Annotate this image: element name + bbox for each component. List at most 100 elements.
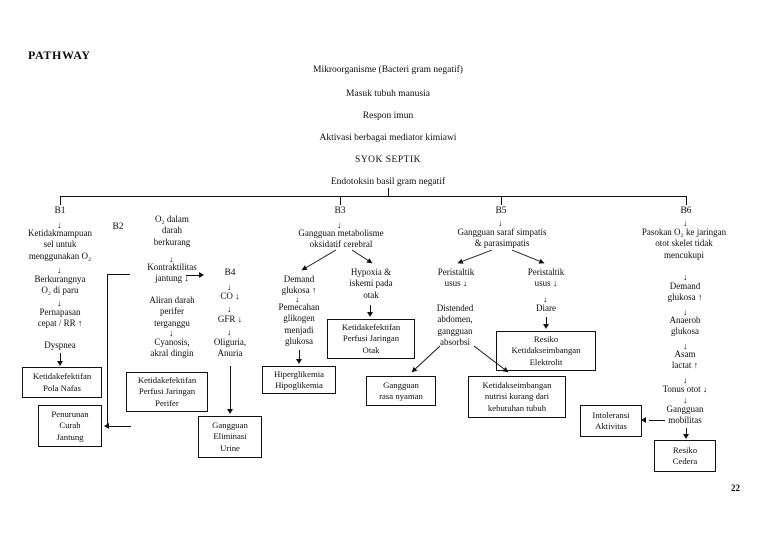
header-chain-item-3: Aktivasi berbagai mediator kimiawi bbox=[319, 133, 457, 143]
b1-node-2: Pernapasan cepat / RR ↑ bbox=[37, 307, 83, 329]
b1-node-1: Berkurangnya O₂ di paru bbox=[34, 274, 86, 296]
b2-bracket-top bbox=[107, 274, 130, 275]
b6-node-4: Tonus otot ↓ bbox=[662, 384, 708, 394]
b2-to-curah-line bbox=[113, 426, 131, 427]
b4-connector-1: ↓ bbox=[227, 304, 232, 314]
bus-drop-b6 bbox=[686, 196, 687, 205]
box-resiko-cedera[interactable]: Resiko Cedera bbox=[654, 440, 716, 472]
b3-split-right bbox=[351, 249, 373, 264]
page-title: PATHWAY bbox=[28, 48, 91, 62]
b6-connector-5: ↓ bbox=[683, 395, 688, 405]
b3-line-to-glikemia-box bbox=[299, 350, 300, 360]
b6-node-0: Pasokan O₂ ke jaringan otot skelet tidak… bbox=[641, 227, 727, 260]
arrow-into-penurunan-curah-jantung bbox=[104, 423, 109, 429]
b5-line-to-elektrolit-box bbox=[546, 317, 547, 325]
b3-arrow-to-glikemia-box bbox=[296, 359, 302, 364]
b6-to-intoleransi-line bbox=[649, 420, 665, 421]
b4-connector-2: ↓ bbox=[227, 327, 232, 337]
b3-arrow-to-otak-box bbox=[367, 312, 373, 317]
b1-connector-0: ↓ bbox=[57, 220, 62, 230]
b2-bracket-vertical bbox=[107, 274, 108, 426]
box-resiko-ketidakseimbangan-elektrolit[interactable]: Resiko Ketidakseimbangan Elektrolit bbox=[496, 331, 596, 371]
box-penurunan-curah-jantung[interactable]: Penurunan Curah Jantung bbox=[38, 405, 102, 447]
page-number: 22 bbox=[731, 483, 740, 493]
b6-connector-1: ↓ bbox=[683, 272, 688, 282]
b1-line-to-box bbox=[60, 353, 61, 362]
bus-drop-b1 bbox=[60, 196, 61, 205]
b1-connector-2: ↓ bbox=[57, 298, 62, 308]
b2-node-1: Kontraktilitas jantung ↓ bbox=[147, 262, 197, 284]
abdomen-to-rasa-nyaman bbox=[411, 345, 441, 373]
b5-connector-1: ↓ bbox=[543, 294, 548, 304]
b4-node-1: GFR ↓ bbox=[217, 314, 243, 324]
b5-split-left bbox=[457, 249, 493, 264]
header-chain-item-0: Mikroorganisme (Bacteri gram negatif) bbox=[313, 65, 463, 75]
b6-connector-0: ↓ bbox=[683, 218, 688, 228]
box-ketidakefektifan-perfusi-jaringan-otak[interactable]: Ketidakefektifan Perfusi Jaringan Otak bbox=[327, 319, 415, 359]
b4-arrow-to-box bbox=[227, 409, 233, 414]
b5-node-3: Peristaltik usus ↓ bbox=[527, 267, 565, 289]
bus-feed-line bbox=[388, 188, 389, 196]
b3-connector-1: ↓ bbox=[295, 294, 300, 304]
b1-arrow-to-box bbox=[57, 361, 63, 366]
b5-split-right bbox=[511, 249, 545, 264]
branch-label-b3: B3 bbox=[334, 206, 346, 216]
b3-node-2: Pemecahan glikogen menjadi glukosa bbox=[278, 302, 320, 346]
b6-node-1: Demand glukosa ↑ bbox=[667, 281, 703, 303]
b6-node-2: Anaerob glukosa bbox=[669, 315, 701, 337]
arrow-into-intoleransi-aktivitas bbox=[641, 417, 646, 423]
arrow-b2-to-b4 bbox=[199, 272, 204, 278]
b2-node-2: Aliran darah perifer terganggu bbox=[149, 295, 195, 328]
box-ketidakefektifan-perfusi-jaringan-perifer[interactable]: Ketidakefektifan Perfusi Jaringan Perife… bbox=[126, 372, 208, 412]
b5-node-4: Diare bbox=[536, 303, 556, 313]
box-intoleransi-aktivitas[interactable]: Intoleransi Aktivitas bbox=[580, 405, 642, 437]
box-hiperglikemia-hipoglikemia[interactable]: Hiperglikemia Hipoglikemia bbox=[262, 366, 336, 394]
b2-node-3: Cyanosis, akral dingin bbox=[150, 337, 194, 359]
b6-node-3: Asam lactat ↑ bbox=[671, 349, 699, 371]
b3-node-3: Hypoxia & iskemi pada otak bbox=[349, 267, 393, 300]
b3-split-left bbox=[301, 249, 337, 271]
b3-line-to-otak-box bbox=[370, 305, 371, 313]
b4-node-0: CO ↓ bbox=[220, 291, 240, 301]
branch-label-b6: B6 bbox=[680, 206, 692, 216]
branch-label-b2: B2 bbox=[112, 222, 124, 232]
branch-label-b1: B1 bbox=[54, 206, 66, 216]
branch-label-b5: B5 bbox=[495, 206, 507, 216]
b2-connector-0: ↓ bbox=[169, 254, 174, 264]
b5-node-2: Distended abdomen, gangguan absorbsi bbox=[436, 303, 474, 347]
b3-node-1: Demand glukosa ↑ bbox=[281, 274, 317, 296]
header-chain-item-1: Masuk tubuh manusia bbox=[346, 89, 430, 99]
b2-connector-1: ↓ bbox=[169, 328, 174, 338]
bus-drop-b3 bbox=[340, 196, 341, 205]
branch-label-b4: B4 bbox=[224, 268, 236, 278]
box-ketidakefektifan-pola-nafas[interactable]: Ketidakefektifan Pola Nafas bbox=[22, 367, 102, 398]
b6-node-5: Gangguan mobilitas bbox=[666, 404, 704, 426]
b3-connector-0: ↓ bbox=[337, 220, 342, 230]
b4-node-2: Oliguria, Anuria bbox=[213, 337, 247, 359]
b6-arrow-to-cedera-box bbox=[683, 434, 689, 439]
b5-arrow-to-elektrolit-box bbox=[543, 324, 549, 329]
b6-line-to-cedera-box bbox=[686, 428, 687, 435]
bus-drop-b5 bbox=[501, 196, 502, 205]
b5-node-1: Peristaltik usus ↓ bbox=[437, 267, 475, 289]
box-gangguan-rasa-nyaman[interactable]: Gangguan rasa nyaman bbox=[366, 376, 436, 406]
b4-line-to-box bbox=[230, 366, 231, 410]
b1-node-3: Dyspnea bbox=[44, 340, 76, 350]
header-chain-item-2: Respon imun bbox=[362, 111, 414, 121]
b2-bracket-bottom bbox=[107, 426, 113, 427]
b2-to-b4-line bbox=[186, 275, 200, 276]
b1-connector-1: ↓ bbox=[57, 265, 62, 275]
b5-connector-0: ↓ bbox=[498, 218, 503, 228]
b1-node-0: Ketidakmampuan sel untuk menggunakan O₂ bbox=[28, 228, 92, 261]
box-ketidakseimbangan-nutrisi[interactable]: Ketidakseimbangan nutrisi kurang dari ke… bbox=[468, 376, 566, 418]
header-chain-item-5: Endotoksin basil gram negatif bbox=[330, 177, 446, 187]
b6-connector-4: ↓ bbox=[683, 375, 688, 385]
b3-node-0: Gangguan metabolisme oksidatif cerebral bbox=[298, 228, 384, 250]
b5-node-0: Gangguan saraf simpatis & parasimpatis bbox=[457, 227, 547, 249]
b6-connector-2: ↓ bbox=[683, 307, 688, 317]
b4-connector-0: ↓ bbox=[227, 282, 232, 292]
box-gangguan-eliminasi-urine[interactable]: Gangguan Eliminasi Urine bbox=[198, 416, 262, 458]
bus-horizontal-line bbox=[60, 196, 686, 197]
header-chain-item-4: SYOK SEPTIK bbox=[355, 155, 421, 165]
